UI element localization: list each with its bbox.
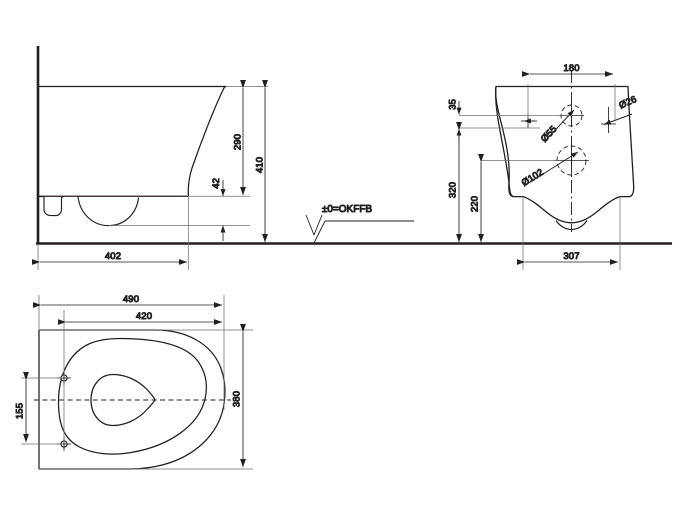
dim-label-380: 380 [232, 391, 243, 407]
dim-label-220: 220 [470, 196, 481, 212]
fixing-hole-right: Ø26 [601, 93, 639, 133]
dim-label-320: 320 [448, 182, 459, 198]
dim-label-180: 180 [563, 63, 579, 74]
datum-note-label: ±0=OKFFB [322, 204, 373, 215]
dim-402: 402 [31, 251, 188, 265]
datum-note-marker: ±0=OKFFB [305, 204, 414, 244]
dim-35: 35 [447, 99, 462, 141]
rear-elevation-view: Ø55 Ø26 Ø102 [494, 70, 639, 232]
dim-label-35: 35 [448, 99, 459, 110]
dim-490: 490 [32, 294, 223, 308]
flush-opening-plan [90, 373, 156, 427]
side-elevation-view [36, 46, 227, 244]
plan-view [34, 329, 231, 470]
dim-410: 410 [254, 79, 268, 243]
dim-label-290: 290 [233, 134, 244, 150]
dim-220: 220 [469, 153, 484, 243]
dim-180: 180 [521, 63, 614, 77]
dim-label-155: 155 [15, 403, 26, 419]
dim-42: 42 [211, 178, 226, 241]
dim-380: 380 [231, 323, 246, 468]
dim-290: 290 [232, 79, 246, 196]
dim-420: 420 [57, 311, 223, 325]
flush-inlet-hole: Ø55 [538, 104, 584, 145]
dim-label-d102: Ø102 [520, 167, 546, 189]
dim-320: 320 [447, 121, 462, 243]
pan-left-taper [494, 86, 514, 198]
pan-outline-rear [495, 85, 635, 224]
rear-view-dimensions: 180 35 320 220 307 [447, 63, 621, 270]
fixing-hole-left [521, 114, 537, 128]
dim-label-402: 402 [105, 251, 121, 262]
dim-307: 307 [516, 251, 619, 265]
dim-label-d26: Ø26 [617, 94, 638, 111]
dim-label-420: 420 [136, 311, 152, 322]
plan-view-dimensions: 490 420 380 155 [14, 294, 253, 470]
dim-label-410: 410 [255, 157, 266, 173]
dim-label-490: 490 [123, 294, 139, 305]
waste-outlet-hole: Ø102 [519, 144, 589, 189]
bowl-rim-plan [57, 337, 207, 455]
wall-bracket-detail [39, 196, 64, 217]
bowl-sump-curve [77, 196, 140, 227]
dim-label-42: 42 [211, 178, 222, 189]
side-view-dimensions: 290 410 42 402 [31, 79, 268, 270]
dim-155: 155 [14, 371, 29, 443]
pan-outline-side [39, 85, 227, 197]
dim-label-307: 307 [563, 251, 579, 262]
dim-label-d55: Ø55 [539, 124, 560, 145]
